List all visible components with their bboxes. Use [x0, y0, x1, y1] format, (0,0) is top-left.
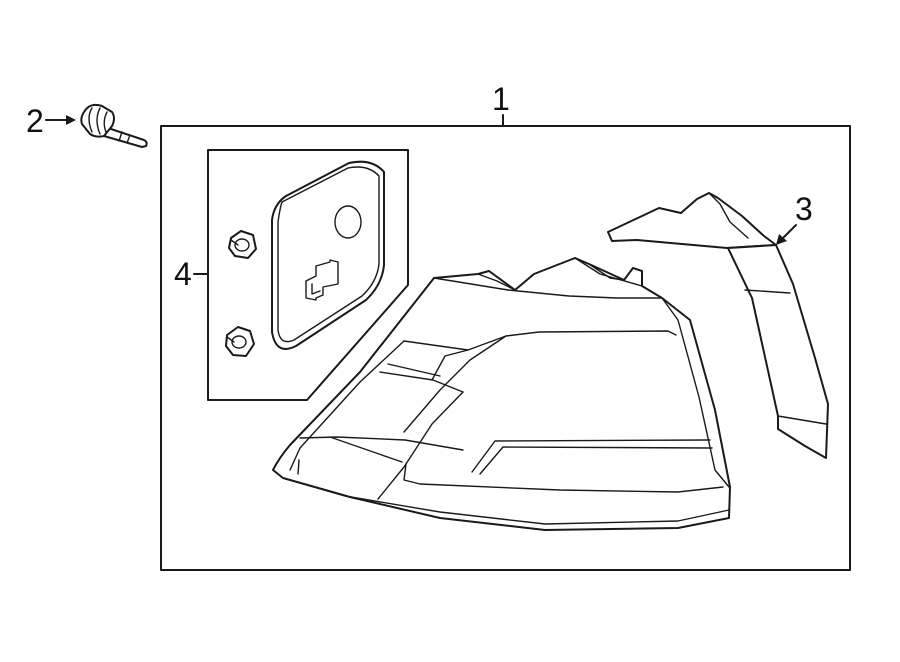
callout-1[interactable]: 1: [492, 81, 510, 127]
inset-box: [207, 149, 409, 401]
nut-upper: [228, 230, 257, 259]
callout-3[interactable]: 3: [776, 191, 813, 245]
callout-2-arrowhead: [66, 115, 76, 125]
callout-3-label: 3: [795, 191, 813, 227]
callout-1-label: 1: [492, 81, 510, 117]
tail-lamp-assembly: [272, 257, 731, 531]
nut-lower: [225, 326, 255, 357]
callout-4-label: 4: [174, 256, 192, 292]
gasket-plate: [271, 160, 385, 350]
bulb-socket-part: [80, 103, 148, 148]
callout-2[interactable]: 2: [26, 103, 76, 139]
callout-4[interactable]: 4: [174, 256, 209, 292]
seal-gasket-part: [607, 192, 829, 459]
callout-2-label: 2: [26, 103, 44, 139]
callout-3-arrowhead: [776, 234, 787, 245]
assembly-frame: [160, 125, 851, 571]
callout-3-leader: [780, 224, 797, 241]
